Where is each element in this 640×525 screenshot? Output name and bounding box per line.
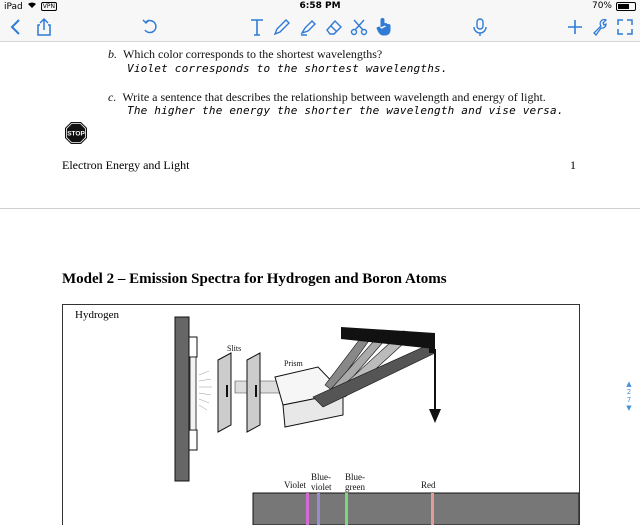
toolbar	[0, 13, 640, 42]
glow-tube	[189, 356, 197, 431]
spectroscope-diagram: Slits Prism Violet Blue- violet Blue- gr…	[174, 316, 579, 525]
label-blue-violet-2: violet	[311, 482, 332, 492]
question-c: c. Write a sentence that describes the re…	[108, 90, 546, 105]
battery-percent: 70%	[591, 1, 612, 11]
gas-tube	[174, 316, 190, 482]
label-blue-green-1: Blue-	[345, 472, 365, 482]
page-up-icon[interactable]: ▲	[626, 380, 632, 388]
label-blue-violet-1: Blue-	[311, 472, 331, 482]
document-view[interactable]: b. Which color corresponds to the shortes…	[0, 42, 640, 525]
clock: 6:58 PM	[299, 1, 341, 11]
question-c-text: Write a sentence that describes the rela…	[122, 90, 546, 104]
line-blue-green	[345, 493, 348, 525]
slit-plate-1	[217, 352, 232, 433]
model-title: Model 2 – Emission Spectra for Hydrogen …	[62, 271, 447, 287]
spectrum-strip	[252, 492, 579, 525]
stop-sign-icon: STOP	[65, 122, 87, 144]
footer-page-number: 1	[570, 158, 576, 172]
answer-c: The higher the energy the shorter the wa…	[127, 104, 564, 117]
detector-screen	[341, 327, 435, 349]
scissors-icon[interactable]	[347, 15, 371, 39]
page-current: 2	[626, 388, 632, 396]
page-divider	[0, 208, 640, 209]
label-violet: Violet	[284, 480, 306, 490]
slit-2	[255, 385, 257, 397]
pen-icon[interactable]	[270, 15, 294, 39]
status-bar: iPad VPN 6:58 PM 70%	[0, 0, 640, 13]
electrode-top	[188, 336, 198, 358]
question-b: b. Which color corresponds to the shortes…	[108, 47, 382, 62]
question-c-letter: c.	[108, 90, 117, 104]
electrode-bottom	[188, 429, 198, 451]
hand-pointer-icon[interactable]	[372, 15, 396, 39]
line-violet	[306, 493, 309, 525]
share-icon[interactable]	[32, 15, 56, 39]
battery-icon	[616, 1, 636, 11]
text-tool-icon[interactable]	[245, 15, 269, 39]
device-label: iPad	[4, 1, 23, 12]
line-red	[431, 493, 434, 525]
question-b-text: Which color corresponds to the shortest …	[123, 47, 383, 61]
figure-hydrogen: Hydrogen	[62, 304, 580, 525]
arrow-head	[429, 409, 441, 423]
answer-b: Violet corresponds to the shortest wavel…	[127, 62, 448, 75]
microphone-icon[interactable]	[468, 15, 492, 39]
page-scroll-indicator[interactable]: ▲ 2 7 ▼	[624, 380, 634, 424]
label-blue-green-2: green	[345, 482, 365, 492]
slit-plate-2	[246, 352, 261, 433]
page-total: 7	[626, 396, 632, 404]
fullscreen-icon[interactable]	[613, 15, 637, 39]
line-blue-violet	[317, 493, 320, 525]
page-down-icon[interactable]: ▼	[626, 404, 632, 412]
label-slits: Slits	[227, 344, 241, 353]
back-chevron-icon[interactable]	[4, 15, 28, 39]
wrench-icon[interactable]	[588, 15, 612, 39]
vpn-badge: VPN	[40, 2, 57, 11]
emission-rays	[198, 370, 212, 411]
question-b-letter: b.	[108, 47, 117, 61]
label-prism: Prism	[284, 359, 303, 368]
stop-sign-text: STOP	[67, 131, 85, 138]
figure-label: Hydrogen	[75, 309, 119, 321]
beam-red	[312, 344, 436, 408]
footer-title: Electron Energy and Light	[62, 158, 190, 172]
undo-icon[interactable]	[138, 15, 162, 39]
wifi-icon	[27, 1, 37, 12]
eraser-icon[interactable]	[322, 15, 346, 39]
highlighter-icon[interactable]	[296, 15, 320, 39]
screen-edge	[429, 333, 435, 353]
label-red: Red	[421, 480, 436, 490]
slit-1	[226, 385, 228, 397]
add-icon[interactable]	[563, 15, 587, 39]
